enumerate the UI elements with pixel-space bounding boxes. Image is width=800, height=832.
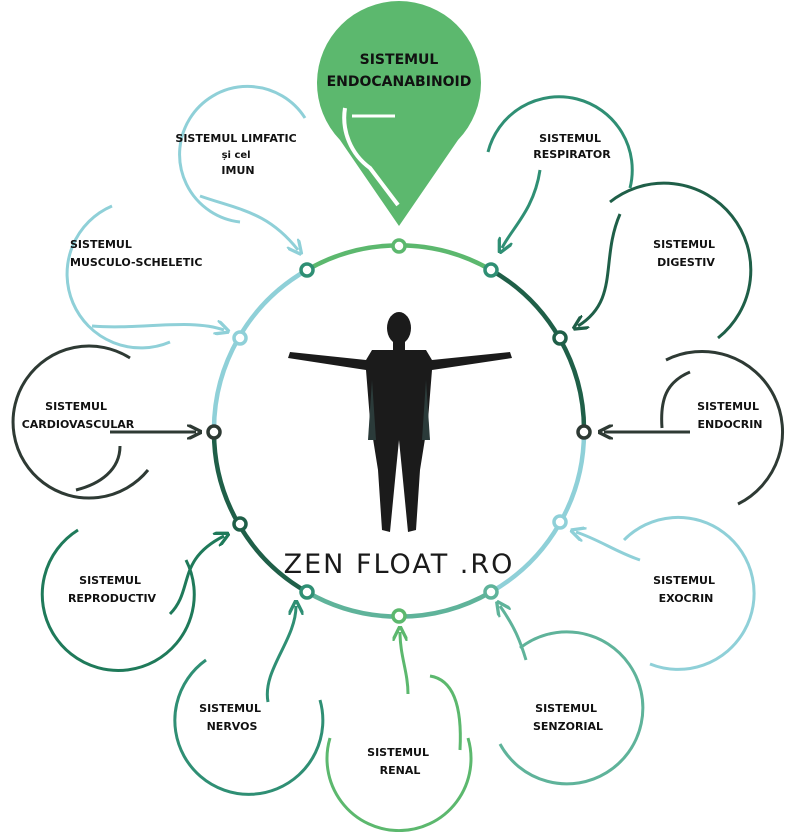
node-upper-left-2 <box>232 330 248 346</box>
bubble-respirator <box>486 95 634 248</box>
title-line-2: ENDOCANABINOID <box>327 74 472 90</box>
ring-arc-upper-left <box>211 268 309 433</box>
bubble-respirator-circle <box>486 95 634 189</box>
bubble-reproductiv <box>40 528 224 672</box>
node-upper-right-2 <box>552 330 568 346</box>
bubble-cardio-inner <box>75 445 122 492</box>
bubble-renal <box>325 632 473 832</box>
bubble-exocrin-circle <box>622 515 756 671</box>
label-reproductiv: SISTEMUL REPRODUCTIV <box>68 574 157 605</box>
label-musculo: SISTEMUL MUSCULO-SCHELETIC <box>70 238 202 269</box>
node-right <box>576 424 592 440</box>
label-endocrin: SISTEMUL ENDOCRIN <box>697 400 763 431</box>
bubble-renal-inner <box>429 674 462 751</box>
bubble-limfatic-circle <box>178 84 307 224</box>
ring-arc-upper-right <box>489 268 587 433</box>
node-lower-left-2 <box>232 516 248 532</box>
label-digestiv: SISTEMUL DIGESTIV <box>653 238 719 269</box>
bubble-musculo-arrow <box>91 325 224 330</box>
bubble-renal-arrow <box>400 632 410 695</box>
bubble-digestiv-arrow <box>578 213 622 326</box>
bubble-exocrin <box>576 515 756 671</box>
bubble-limfatic-arrow <box>199 194 298 250</box>
bubble-musculo <box>65 204 224 350</box>
bubble-nervos-arrow <box>265 606 296 703</box>
label-cardio: SISTEMUL CARDIOVASCULAR <box>22 400 135 431</box>
teardrop-marker-icon <box>316 1 482 227</box>
bubble-limfatic <box>178 84 307 250</box>
bubble-endocrin-circle <box>665 350 784 506</box>
bubble-respirator-arrow <box>502 169 542 248</box>
label-renal: SISTEMUL RENAL <box>367 746 433 777</box>
node-left <box>206 424 222 440</box>
bubble-reproductiv-circle <box>40 528 196 672</box>
bubble-digestiv <box>578 181 753 340</box>
bubble-reproductiv-arrow <box>168 536 224 616</box>
human-body-figure <box>288 312 512 532</box>
label-limfatic: SISTEMUL LIMFATIC și cel IMUN <box>175 132 300 177</box>
bubble-endocrin <box>604 350 784 506</box>
node-lower-right-2 <box>552 514 568 530</box>
label-senzorial: SISTEMUL SENZORIAL <box>533 702 603 733</box>
label-nervos: SISTEMUL NERVOS <box>199 702 265 733</box>
bubble-musculo-circle <box>65 204 171 350</box>
node-bottom <box>391 608 407 624</box>
bubble-senzorial-arrow <box>500 606 528 661</box>
bubble-senzorial <box>498 606 645 786</box>
marker-inner-curve <box>342 107 400 207</box>
bubble-senzorial-circle <box>498 630 645 786</box>
bubble-nervos-circle <box>173 658 325 796</box>
ring-nodes <box>206 238 592 624</box>
bubble-cardio-circle <box>11 344 150 500</box>
node-upper-left-1 <box>299 262 315 278</box>
label-exocrin: SISTEMUL EXOCRIN <box>653 574 719 605</box>
brand-text: ZEN FLOAT .RO <box>284 549 515 580</box>
bubble-digestiv-circle <box>609 181 753 340</box>
title-line-1: SISTEMUL <box>360 52 439 68</box>
endocannabinoid-marker: SISTEMUL ENDOCANABINOID <box>316 1 482 227</box>
node-top <box>391 238 407 254</box>
bubble-nervos <box>173 606 325 796</box>
bubble-renal-circle <box>325 737 473 832</box>
bubble-endocrin-inner <box>660 370 691 429</box>
node-lower-right-1 <box>483 584 499 600</box>
label-respirator: SISTEMUL RESPIRATOR <box>533 132 611 161</box>
bubble-cardio <box>11 344 196 500</box>
node-upper-right-1 <box>483 262 499 278</box>
node-lower-left-1 <box>299 584 315 600</box>
bubble-exocrin-arrow <box>576 532 641 562</box>
